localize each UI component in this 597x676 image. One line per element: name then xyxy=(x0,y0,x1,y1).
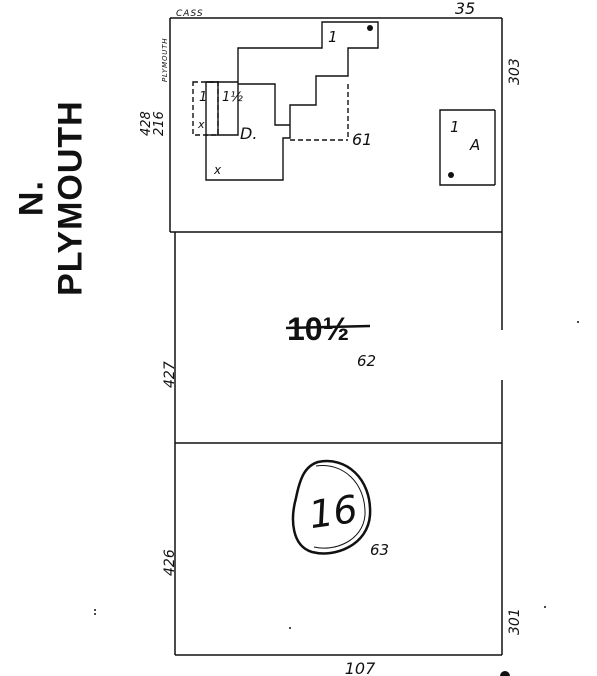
lot-number-62: 62 xyxy=(357,352,376,370)
main-stories-b: 1½ xyxy=(222,90,243,105)
label-addr-303: 303 xyxy=(507,58,523,85)
main-stories-a: 1 xyxy=(199,90,207,105)
stamp-10-half: 10½ xyxy=(287,311,349,347)
label-addr-216: 216 xyxy=(152,111,167,136)
lot-number-61: 61 xyxy=(352,130,372,149)
main-type: D. xyxy=(240,124,257,143)
rear-type: A xyxy=(469,136,480,154)
label-addr-428: 428 xyxy=(139,111,154,136)
label-addr-426: 426 xyxy=(162,549,178,576)
main-building xyxy=(192,21,379,181)
main-mark-2: x xyxy=(213,163,222,177)
label-lot-top: 35 xyxy=(455,0,475,18)
rear-building-dot xyxy=(448,172,454,178)
label-cass: CASS xyxy=(176,9,204,19)
stamp-strike xyxy=(285,324,371,330)
label-addr-427: 427 xyxy=(162,361,178,388)
label-plymouth-small: PLYMOUTH xyxy=(161,38,169,82)
stamp-16-outline xyxy=(291,459,372,555)
rear-stories: 1 xyxy=(450,118,460,136)
label-lot-bottom: 107 xyxy=(345,659,376,676)
label-addr-301: 301 xyxy=(507,608,523,635)
main-mark-1: x xyxy=(197,118,205,131)
rear-building xyxy=(439,109,495,186)
main-stories-c: 1 xyxy=(328,28,338,46)
main-building-dot xyxy=(367,25,373,31)
lot-number-63: 63 xyxy=(370,541,389,559)
stamp-16: 16 xyxy=(306,487,360,537)
